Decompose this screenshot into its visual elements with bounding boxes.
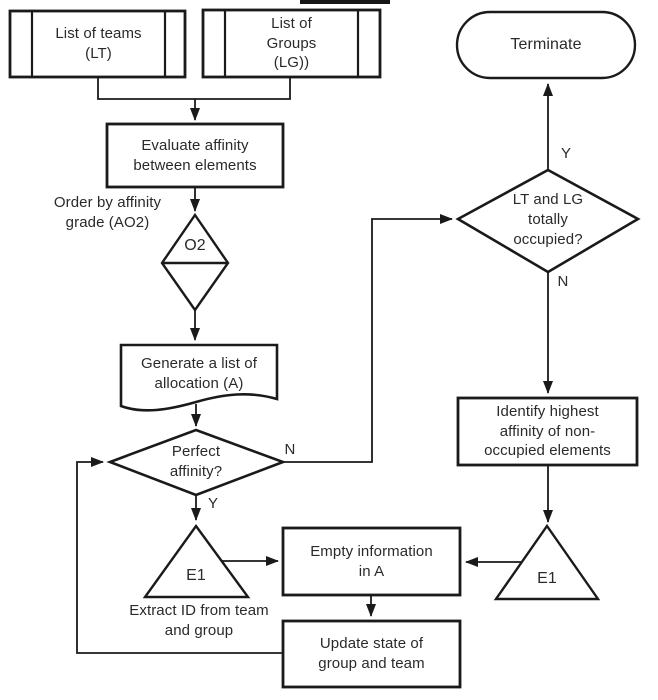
extract-right-shape — [493, 523, 601, 601]
update-state-shape — [281, 619, 462, 689]
perfect-affinity-label: Perfect affinity? — [169, 443, 223, 480]
lt-lg-occupied-label: LT and LG totally occupied? — [512, 191, 584, 248]
extract-left-caption: Extract ID from team and group — [129, 602, 269, 639]
extract-left-label: E1 — [186, 567, 206, 585]
list-of-groups-shape — [201, 8, 382, 79]
list-of-teams-label: List of teams (LT) — [55, 25, 142, 62]
generate-allocation-shape — [119, 343, 279, 412]
extract-right-label: E1 — [537, 570, 557, 588]
order-sort-label: O2 — [184, 237, 206, 255]
order-by-affinity-annotation: Order by affinity grade (AO2) — [53, 194, 162, 231]
arrow-update-to-perfect — [76, 457, 283, 654]
merge-connector — [97, 77, 291, 100]
perfect-affinity-yes-label: Y — [207, 495, 219, 513]
scan-artifact — [300, 0, 390, 4]
occupied-yes-label: Y — [560, 145, 572, 163]
identify-highest-label: Identify highest affinity of non- occupi… — [484, 402, 611, 460]
generate-allocation-label: Generate a list of allocation (A) — [140, 355, 258, 392]
evaluate-affinity-label: Evaluate affinity between elements — [133, 136, 257, 174]
terminate-shape — [455, 10, 637, 80]
list-of-groups-label: List of Groups (LG)) — [266, 14, 317, 72]
terminate-label: Terminate — [510, 36, 582, 54]
arrow-perfect-no-to-occupied — [283, 214, 453, 463]
occupied-no-label: N — [557, 273, 569, 291]
empty-information-label: Empty information in A — [310, 542, 433, 580]
perfect-affinity-no-label: N — [284, 441, 296, 459]
update-state-label: Update state of group and team — [318, 635, 425, 672]
